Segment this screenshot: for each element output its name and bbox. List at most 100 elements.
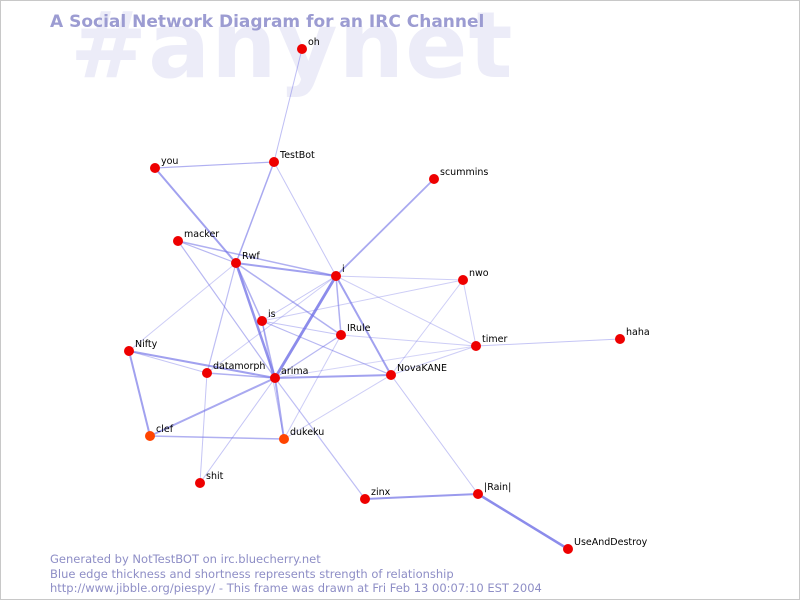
node-label: dukeku [290, 427, 324, 438]
node-dukeku: dukeku [279, 427, 324, 444]
node-label: haha [626, 327, 650, 338]
node-dot [257, 316, 267, 326]
edge-zinx-Rain [364, 493, 479, 500]
edge-TestBot-i [273, 161, 337, 277]
edge-timer-haha [475, 338, 621, 347]
node-oh: oh [297, 37, 320, 54]
edge-timer-NovaKANE [390, 345, 477, 376]
node-macker: macker [173, 229, 219, 246]
edge-NovaKANE-Rain [390, 374, 479, 495]
edge-NovaKANE-dukeku [283, 374, 392, 440]
edge-macker-Rwf [177, 240, 237, 264]
edge-Rain-UseAndDestroy [477, 492, 569, 551]
node-dot [195, 478, 205, 488]
node-IRule: IRule [336, 323, 371, 340]
node-clef: clef [145, 424, 174, 441]
node-Rwf: Rwf [231, 251, 260, 268]
node-dot [124, 346, 134, 356]
edge-is-NovaKANE [261, 320, 392, 376]
node-label: Nifty [135, 339, 158, 350]
footer-legend-note: Blue edge thickness and shortness repres… [50, 566, 454, 581]
node-zinx: zinx [360, 487, 391, 504]
node-dot [563, 544, 573, 554]
edge-is-IRule [261, 320, 342, 336]
node-datamorph: datamorph [202, 361, 265, 378]
node-TestBot: TestBot [269, 150, 315, 167]
edge-Rwf-datamorph [206, 262, 237, 374]
edge-nwo-NovaKANE [390, 279, 464, 376]
node-label: nwo [469, 268, 489, 279]
edge-datamorph-shit [199, 372, 208, 484]
node-label: NovaKANE [397, 363, 447, 374]
channel-watermark: #anynet [70, 0, 514, 99]
edge-i-timer [335, 275, 477, 347]
edge-clef-dukeku [149, 435, 285, 440]
edge-arima-zinx [274, 377, 366, 500]
edge-macker-i [177, 240, 337, 277]
node-label: oh [308, 37, 320, 48]
edge-IRule-timer [340, 334, 477, 347]
node-label: scummins [440, 167, 488, 178]
node-dot [360, 494, 370, 504]
edge-IRule-dukeku [283, 334, 342, 440]
node-is: is [257, 309, 276, 326]
node-scummins: scummins [429, 167, 488, 184]
edge-Rwf-i [235, 262, 337, 277]
node-label: is [268, 309, 276, 320]
node-dot [270, 373, 280, 383]
node-dot [297, 44, 307, 54]
node-label: macker [184, 229, 219, 240]
node-label: |Rain| [484, 482, 511, 493]
node-dot [473, 489, 483, 499]
node-label: IRule [347, 323, 371, 334]
node-dot [615, 334, 625, 344]
node-label: Rwf [242, 251, 260, 262]
edge-TestBot-you [154, 161, 275, 169]
edge-macker-arima [177, 240, 276, 379]
edge-timer-arima [274, 345, 477, 379]
node-Nifty: Nifty [124, 339, 158, 356]
node-dot [331, 271, 341, 281]
node-timer: timer [471, 334, 507, 351]
node-label: TestBot [279, 150, 315, 161]
node-label: arima [281, 366, 308, 377]
edge-arima-clef [149, 377, 276, 437]
edge-Nifty-datamorph [128, 350, 208, 374]
node-dot [145, 431, 155, 441]
edge-is-arima [261, 320, 276, 379]
edge-TestBot-Rwf [235, 161, 275, 264]
node-haha: haha [615, 327, 650, 344]
node-dot [471, 341, 481, 351]
footer-generated-by: Generated by NotTestBOT on irc.bluecherr… [50, 552, 321, 566]
footer-frame-info: http://www.jibble.org/piespy/ - This fra… [50, 581, 542, 595]
edge-Rwf-IRule [235, 262, 342, 336]
edge-Rwf-Nifty [128, 262, 237, 352]
edge-you-Rwf [154, 167, 237, 264]
node-i: i [331, 264, 345, 281]
edge-IRule-arima [274, 334, 342, 379]
node-dot [458, 275, 468, 285]
node-dot [150, 163, 160, 173]
edge-i-is [261, 275, 337, 322]
node-UseAndDestroy: UseAndDestroy [563, 537, 648, 554]
node-NovaKANE: NovaKANE [386, 363, 447, 380]
edge-Nifty-arima [128, 350, 276, 379]
node-dot [269, 157, 279, 167]
node-label: i [342, 264, 345, 275]
node-label: you [161, 156, 178, 167]
node-you: you [150, 156, 178, 173]
edge-i-nwo [335, 275, 464, 281]
edge-nwo-timer [462, 279, 477, 347]
edge-Nifty-clef [128, 350, 151, 437]
node-nwo: nwo [458, 268, 489, 285]
edge-oh-TestBot [273, 48, 303, 163]
edge-datamorph-arima [206, 372, 276, 379]
node-arima: arima [270, 366, 308, 383]
edge-Rwf-arima [234, 262, 277, 379]
edge-nwo-is [261, 279, 464, 322]
edge-i-NovaKANE [335, 275, 392, 376]
node-label: timer [482, 334, 507, 345]
edge-arima-dukeku [274, 377, 285, 440]
page-title: A Social Network Diagram for an IRC Chan… [50, 12, 485, 32]
